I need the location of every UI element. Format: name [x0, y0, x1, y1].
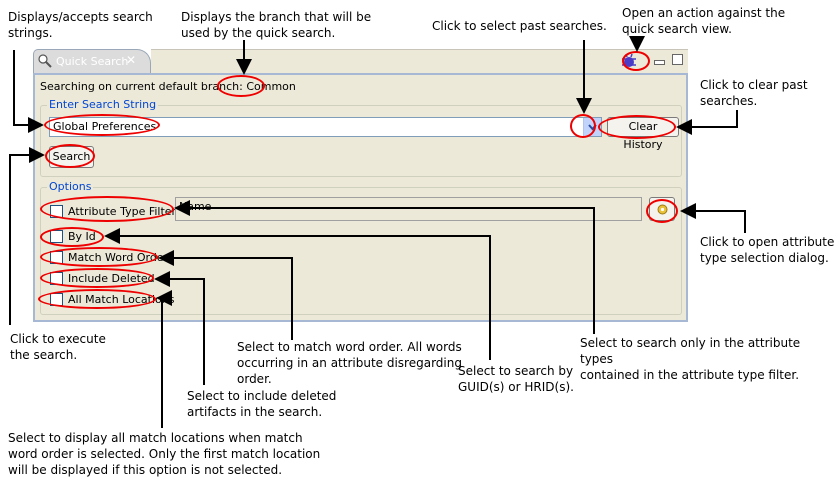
search-group-label: Enter Search String — [47, 98, 159, 111]
options-group-label: Options — [47, 180, 94, 193]
maximize-icon[interactable] — [672, 54, 683, 65]
minimize-icon[interactable] — [654, 60, 665, 65]
branch-prefix: Searching on current default branch: — [40, 80, 243, 93]
annotation-clear-past: Click to clear past searches. — [700, 78, 808, 108]
highlight-attribute-button — [646, 199, 678, 223]
highlight-by-id — [40, 227, 104, 247]
annotation-search-guid: Select to search by GUID(s) or HRID(s). — [458, 364, 574, 394]
highlight-include-deleted — [40, 268, 154, 288]
close-icon[interactable]: ✕ — [126, 53, 137, 67]
highlight-clear-history — [598, 115, 676, 139]
highlight-attribute-filter — [40, 196, 174, 222]
attribute-type-filter-field: Name — [175, 197, 642, 221]
quick-search-icon — [38, 54, 52, 68]
view-toolbar — [151, 49, 688, 73]
attribute-filter-value: Name — [179, 200, 212, 213]
annotation-open-attr-dialog: Click to open attribute type selection d… — [700, 235, 835, 265]
highlight-match-word-order — [40, 247, 158, 267]
annotation-past-searches: Click to select past searches. — [432, 19, 607, 33]
highlight-action-icon — [622, 51, 650, 71]
highlight-history-dropdown — [570, 114, 596, 138]
annotation-search-strings: Displays/accepts search strings. — [8, 10, 153, 40]
annotation-include-deleted: Select to include deleted artifacts in t… — [187, 389, 337, 419]
tab-title: Quick Search — [56, 55, 129, 68]
tab-quick-search[interactable]: Quick Search ✕ — [33, 49, 151, 73]
annotation-all-locations: Select to display all match locations wh… — [8, 431, 321, 477]
highlight-search-button — [45, 144, 95, 168]
highlight-branch — [217, 75, 265, 97]
annotation-match-order: Select to match word order. All words oc… — [237, 340, 462, 386]
highlight-search-input — [44, 114, 160, 136]
annotation-attr-types: Select to search only in the attribute t… — [580, 336, 801, 382]
annotation-execute: Click to execute the search. — [10, 332, 106, 362]
annotation-open-action: Open an action against the quick search … — [622, 6, 786, 36]
highlight-all-match-locations — [38, 289, 156, 309]
annotation-branch: Displays the branch that will be used by… — [181, 10, 372, 40]
